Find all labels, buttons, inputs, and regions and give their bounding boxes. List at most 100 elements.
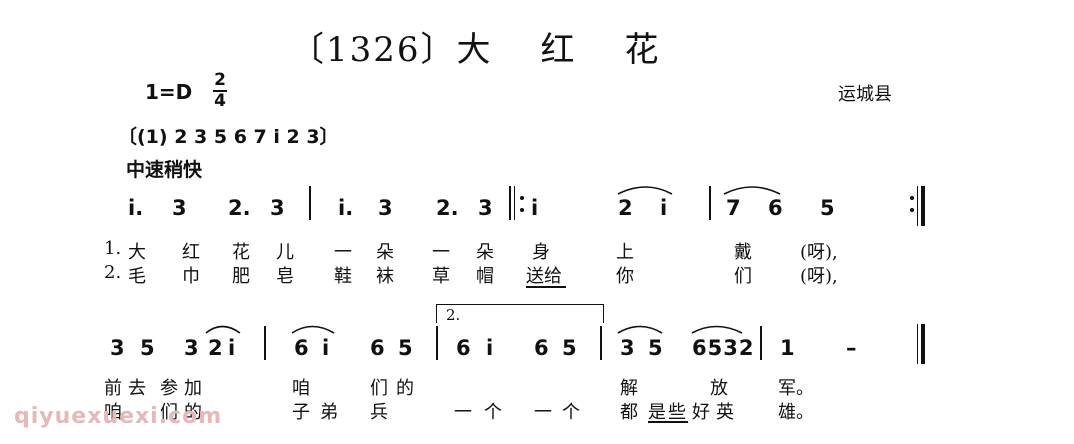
lyric: 皂 <box>276 266 294 287</box>
end-repeat-barline-thin <box>917 186 918 226</box>
time-denominator: 4 <box>214 91 226 111</box>
lyric: 解 <box>620 378 638 399</box>
note: 5 <box>398 336 413 360</box>
time-numerator: 2 <box>214 70 226 90</box>
lyric: 一 <box>432 242 450 263</box>
repeat-dot <box>520 196 524 200</box>
time-signature: 2 4 <box>213 72 227 110</box>
repeat-dot <box>520 208 524 212</box>
repeat-barline-thin <box>514 186 515 220</box>
note: i <box>486 336 494 360</box>
title-char: 红 <box>540 30 577 70</box>
lyric: 都 <box>620 402 638 423</box>
lyric: 弟 <box>320 402 338 423</box>
lyric: 是 <box>648 402 666 423</box>
lyric: 儿 <box>276 242 294 263</box>
note: 3 <box>620 336 635 360</box>
lyric: 一 <box>534 402 552 423</box>
note: 3 <box>184 336 199 360</box>
lyric: 巾 <box>182 266 200 287</box>
lyric: 个 <box>562 402 580 423</box>
lyric-underline <box>526 286 566 288</box>
verse-number: 1. <box>104 238 122 259</box>
lyric: 个 <box>484 402 502 423</box>
note: 3 <box>172 196 187 220</box>
note: 2 <box>208 336 223 360</box>
note: 5 <box>648 336 663 360</box>
lyric: 好 <box>692 402 710 423</box>
note: 6 <box>768 196 783 220</box>
note: 5 <box>562 336 577 360</box>
lyric: 红 <box>182 242 200 263</box>
final-barline-thin <box>917 324 918 364</box>
lyric: 去 <box>128 378 146 399</box>
lyric: 你 <box>616 266 634 287</box>
lyric: 咱 <box>292 378 310 399</box>
lyric: 戴 <box>734 242 752 263</box>
lyric: 军。 <box>778 378 814 399</box>
note: 1 <box>780 336 795 360</box>
volta-bracket <box>436 304 604 323</box>
note: 2. <box>436 196 459 220</box>
lyric: 子 <box>292 402 310 423</box>
barline <box>760 326 762 360</box>
note: 5 <box>140 336 155 360</box>
lyric-underline <box>648 421 688 423</box>
lyric: 前 <box>104 378 122 399</box>
lyric: 身 <box>532 242 550 263</box>
verse-number: 2. <box>104 262 122 283</box>
lyric: 咱 <box>104 402 122 423</box>
lyric: 帽 <box>476 266 494 287</box>
lyric: 朵 <box>476 242 494 263</box>
note: 6 <box>534 336 549 360</box>
note: 6 <box>370 336 385 360</box>
lyric: 参 <box>160 378 178 399</box>
lyric: 一 <box>334 242 352 263</box>
lyric: 袜 <box>376 266 394 287</box>
end-repeat-barline <box>921 186 925 226</box>
lyric: 的 <box>184 402 202 423</box>
repeat-barline <box>509 186 511 220</box>
lyric: 肥 <box>232 266 250 287</box>
note: i <box>322 336 330 360</box>
watermark: qiyuexuexi.com <box>14 404 223 429</box>
lyric: 一 <box>454 402 472 423</box>
lyric: 送给 <box>526 266 562 287</box>
note: i <box>531 196 539 220</box>
lyric: 些 <box>668 402 686 423</box>
lyric: 鞋 <box>334 266 352 287</box>
title-char: 花 <box>624 30 661 70</box>
note: i. <box>338 196 354 220</box>
barline <box>600 326 602 360</box>
note: 3 <box>478 196 493 220</box>
note: i. <box>128 196 144 220</box>
note: 2. <box>228 196 251 220</box>
lyric: 放 <box>710 378 728 399</box>
dash: – <box>846 336 857 360</box>
note: 3 <box>378 196 393 220</box>
intro-phrase: 〔(1) 2 3 5 6 7 i 2 3〕 <box>118 126 339 148</box>
note: 3 <box>270 196 285 220</box>
barline <box>709 186 711 220</box>
tempo-marking: 中速稍快 <box>126 159 203 181</box>
lyric: 毛 <box>128 266 146 287</box>
song-number: 〔1326〕 <box>290 30 457 70</box>
lyric: 朵 <box>376 242 394 263</box>
title-char: 大 <box>456 30 493 70</box>
note: 2 <box>618 196 633 220</box>
lyric: 大 <box>128 242 146 263</box>
barline <box>436 326 438 360</box>
lyric: 们 <box>370 378 388 399</box>
note-group: 6532 <box>692 336 755 360</box>
note: i <box>660 196 668 220</box>
repeat-dot <box>910 196 914 200</box>
lyric: 加 <box>184 378 202 399</box>
lyric: 们 <box>160 402 178 423</box>
final-barline <box>921 324 925 364</box>
note: 3 <box>110 336 125 360</box>
barline <box>264 326 266 360</box>
note: 5 <box>820 196 835 220</box>
lyric: 草 <box>432 266 450 287</box>
